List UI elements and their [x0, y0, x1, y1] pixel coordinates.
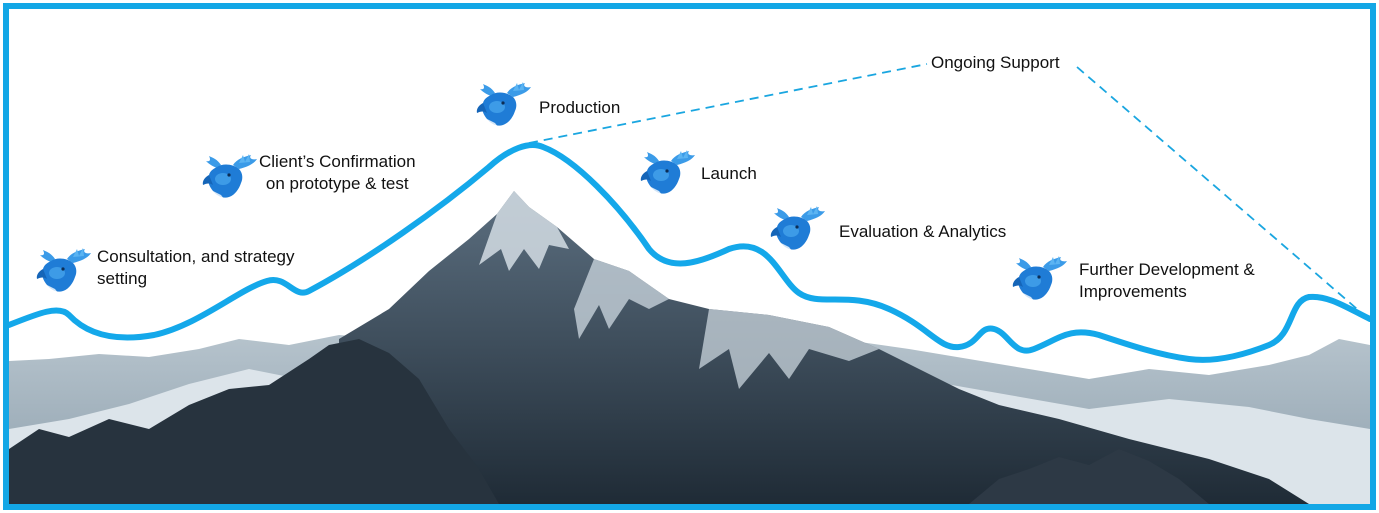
stage-confirmation: Client’s Confirmation on prototype & tes…: [259, 151, 416, 195]
moose-head-icon: [640, 150, 695, 196]
moose-head-icon: [202, 154, 257, 200]
slope-snow: [699, 309, 879, 389]
stage-further-line1: Further Development &: [1079, 260, 1255, 279]
peak-snow: [479, 191, 569, 271]
stage-evaluation: Evaluation & Analytics: [839, 222, 1007, 241]
stage-consultation: Consultation, and strategy setting: [97, 246, 295, 290]
foreground-rocks-right: [969, 449, 1209, 504]
moose-head-icon: [770, 206, 825, 252]
moose-head-icon: [36, 248, 91, 294]
stage-launch: Launch: [701, 164, 757, 183]
roadmap-scene: [9, 63, 1370, 504]
stage-further-development: Further Development & Improvements: [1079, 259, 1255, 303]
stage-confirmation-line1: Client’s Confirmation: [259, 152, 416, 171]
stage-consultation-line2: setting: [97, 269, 148, 288]
support-line-right: [1076, 66, 1365, 316]
roadmap-path: [9, 142, 1370, 363]
moose-head-icon: [476, 82, 531, 128]
support-line-left: [528, 63, 928, 144]
stage-further-line2: Improvements: [1079, 282, 1187, 301]
ridge-snow: [574, 259, 669, 339]
stage-confirmation-line2: on prototype & test: [265, 174, 409, 193]
moose-head-icon: [1012, 256, 1067, 302]
roadmap-frame: Consultation, and strategy setting Clien…: [3, 3, 1376, 510]
foreground-rocks-left: [9, 339, 499, 504]
stage-production: Production: [539, 98, 621, 117]
stage-consultation-line1: Consultation, and strategy: [97, 247, 295, 266]
stage-ongoing-support: Ongoing Support: [931, 53, 1060, 72]
